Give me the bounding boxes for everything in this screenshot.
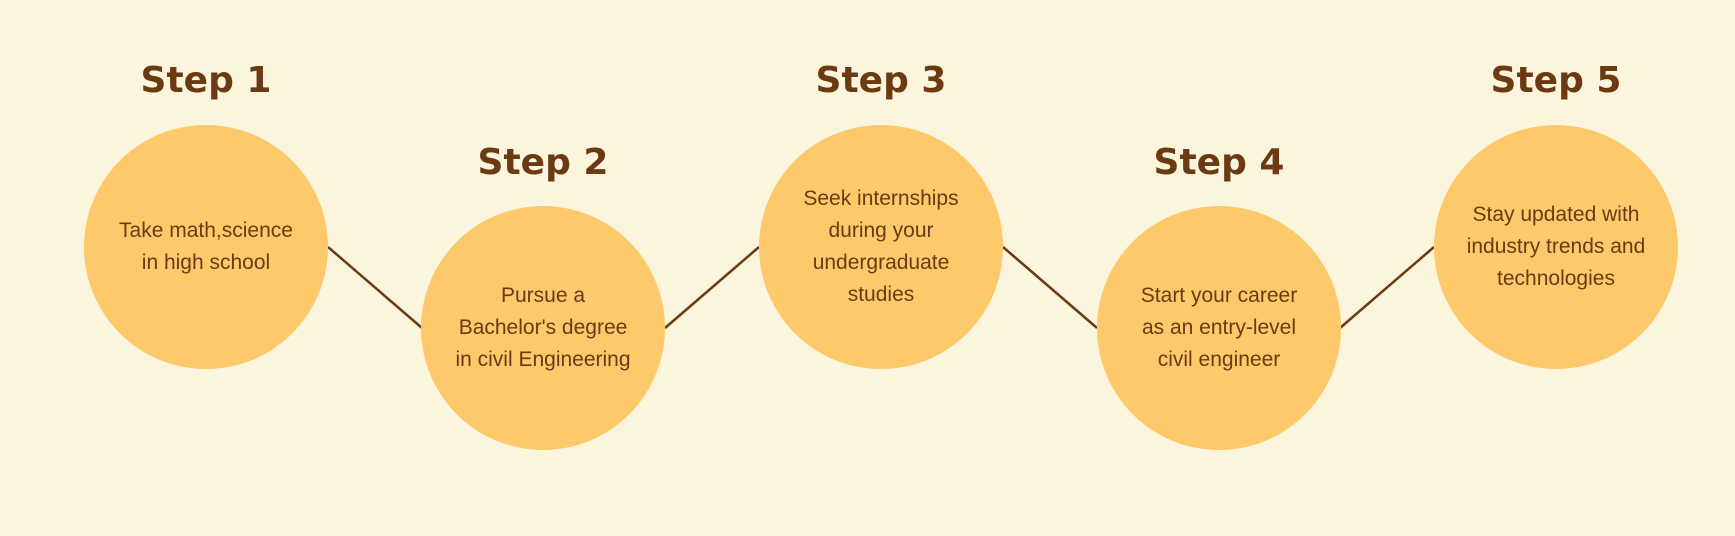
step-2-text: Pursue a Bachelor's degree in civil Engi… [455, 284, 631, 371]
step-3-text: Seek internships during your undergradua… [803, 187, 959, 306]
step-4-title: Step 4 [1153, 142, 1285, 183]
connector-1-2 [327, 246, 423, 329]
step-5-text: Stay updated with industry trends and te… [1466, 203, 1646, 290]
step-5-title: Step 5 [1490, 60, 1622, 101]
step-3-title: Step 3 [815, 60, 947, 101]
step-1-title: Step 1 [140, 60, 272, 101]
step-2-title: Step 2 [477, 142, 609, 183]
step-1-text: Take math,science in high school [119, 219, 293, 274]
step-5-circle: Stay updated with industry trends and te… [1434, 125, 1678, 369]
connector-2-3 [664, 246, 760, 329]
connector-3-4 [1002, 246, 1098, 329]
step-1-circle: Take math,science in high school [84, 125, 328, 369]
connector-4-5 [1339, 246, 1435, 329]
step-3-circle: Seek internships during your undergradua… [759, 125, 1003, 369]
step-4-text: Start your career as an entry-level civi… [1140, 284, 1298, 371]
step-2-circle: Pursue a Bachelor's degree in civil Engi… [421, 206, 665, 450]
step-4-circle: Start your career as an entry-level civi… [1097, 206, 1341, 450]
